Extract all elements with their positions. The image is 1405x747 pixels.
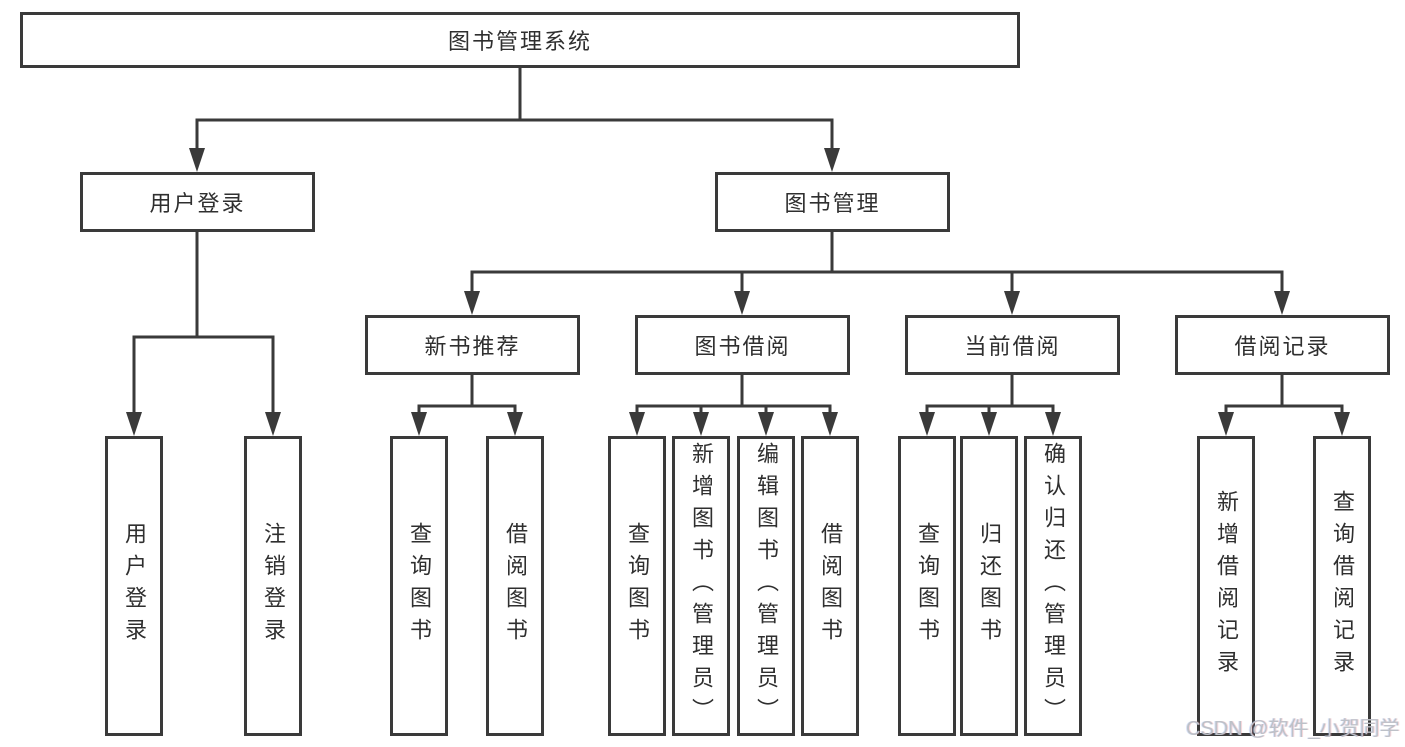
leaf-borrow-edit-books-admin: 编辑图书（管理员） <box>737 436 795 736</box>
leaf-current-query-books: 查询图书 <box>898 436 956 736</box>
leaf-newbook-borrow-books: 借阅图书 <box>486 436 544 736</box>
leaf-current-return-books-label: 归还图书 <box>977 522 1002 650</box>
leaf-borrow-borrow-books: 借阅图书 <box>801 436 859 736</box>
node-user-login-label: 用户登录 <box>149 191 246 216</box>
leaf-current-query-books-label: 查询图书 <box>915 522 940 650</box>
node-book-management: 图书管理 <box>715 172 950 232</box>
leaf-records-query-record-label: 查询借阅记录 <box>1330 490 1355 682</box>
node-book-borrow-label: 图书借阅 <box>694 334 791 359</box>
leaf-borrow-borrow-books-label: 借阅图书 <box>818 522 843 650</box>
leaf-logout-label: 注销登录 <box>261 522 286 650</box>
node-new-book-recommend-label: 新书推荐 <box>424 334 521 359</box>
leaf-records-add-record-label: 新增借阅记录 <box>1214 490 1239 682</box>
node-root-label: 图书管理系统 <box>447 29 592 54</box>
leaf-user-login-label: 用户登录 <box>122 522 147 650</box>
leaf-current-return-books: 归还图书 <box>960 436 1018 736</box>
node-current-borrow-label: 当前借阅 <box>964 334 1061 359</box>
leaf-records-add-record: 新增借阅记录 <box>1197 436 1255 736</box>
node-book-borrow: 图书借阅 <box>635 315 850 375</box>
node-borrow-records-label: 借阅记录 <box>1234 334 1331 359</box>
leaf-records-query-record: 查询借阅记录 <box>1313 436 1371 736</box>
leaf-borrow-query-books-label: 查询图书 <box>625 522 650 650</box>
node-user-login: 用户登录 <box>80 172 315 232</box>
node-book-management-label: 图书管理 <box>784 191 881 216</box>
leaf-current-confirm-return-admin-label: 确认归还（管理员） <box>1041 442 1066 730</box>
leaf-newbook-borrow-books-label: 借阅图书 <box>503 522 528 650</box>
node-borrow-records: 借阅记录 <box>1175 315 1390 375</box>
csdn-watermark: CSDN @软件_小贺同学 <box>1186 718 1400 740</box>
leaf-borrow-edit-books-admin-label: 编辑图书（管理员） <box>754 442 779 730</box>
leaf-newbook-query-books: 查询图书 <box>390 436 448 736</box>
node-new-book-recommend: 新书推荐 <box>365 315 580 375</box>
node-root: 图书管理系统 <box>20 12 1020 68</box>
leaf-logout: 注销登录 <box>244 436 302 736</box>
leaf-user-login: 用户登录 <box>105 436 163 736</box>
leaf-borrow-add-books-admin: 新增图书（管理员） <box>672 436 730 736</box>
node-current-borrow: 当前借阅 <box>905 315 1120 375</box>
leaf-current-confirm-return-admin: 确认归还（管理员） <box>1024 436 1082 736</box>
leaf-newbook-query-books-label: 查询图书 <box>407 522 432 650</box>
leaf-borrow-query-books: 查询图书 <box>608 436 666 736</box>
leaf-borrow-add-books-admin-label: 新增图书（管理员） <box>689 442 714 730</box>
